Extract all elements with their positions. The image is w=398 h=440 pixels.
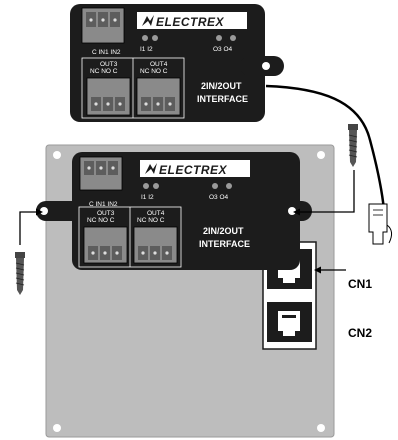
bottom-led-i2	[153, 183, 159, 189]
top-led-i1	[142, 35, 148, 41]
bottom-led-o4	[226, 183, 232, 189]
top-led-o4	[230, 35, 236, 41]
bottom-caption-line2: INTERFACE	[199, 239, 250, 249]
rj-plug[interactable]	[368, 203, 393, 245]
cn1-arrowhead	[314, 266, 321, 274]
bottom-out3-terminal[interactable]	[83, 226, 128, 264]
bottom-out3-pins: NC NO C	[87, 217, 115, 224]
top-brand-name: ELECTREX	[156, 15, 225, 29]
top-brand-logo-icon	[142, 15, 154, 26]
top-input-terminal[interactable]	[81, 7, 125, 44]
plate-hole-top-right	[317, 151, 325, 159]
bottom-input-labels: C IN1 IN2	[89, 201, 118, 208]
bottom-led-i1	[143, 183, 149, 189]
bottom-out4-terminal[interactable]	[133, 226, 178, 264]
top-out3-terminal[interactable]	[86, 77, 131, 116]
screw-top-right-icon	[348, 124, 358, 167]
mount-arrow-right	[296, 170, 355, 213]
top-caption-line2: INTERFACE	[197, 94, 248, 104]
top-led-i2	[152, 35, 158, 41]
top-led-labels-in: I1 I2	[140, 46, 153, 53]
top-out3-title: OUT3	[100, 61, 118, 68]
bottom-out4-title: OUT4	[147, 210, 165, 217]
bottom-led-labels-out: O3 O4	[209, 194, 229, 201]
bottom-led-o3	[212, 183, 218, 189]
bottom-caption-line1: 2IN/2OUT	[203, 226, 244, 236]
bottom-brand-plate	[140, 160, 250, 177]
mount-arrowhead-right	[293, 208, 300, 216]
bottom-module: C IN1 IN2 ELECTREX I1 I2 O3 O4 OUT3 NC N…	[36, 152, 312, 270]
bottom-out4-pins: NC NO C	[137, 217, 165, 224]
top-brand-plate	[137, 12, 247, 29]
bottom-input-terminal[interactable]	[79, 156, 123, 191]
bottom-brand-logo-icon	[145, 163, 157, 174]
top-input-labels: C IN1 IN2	[92, 49, 121, 56]
bottom-led-labels-in: I1 I2	[141, 194, 154, 201]
top-caption-line1: 2IN/2OUT	[201, 81, 242, 91]
top-out3-pins: NC NO C	[90, 68, 118, 75]
bottom-brand-name: ELECTREX	[159, 163, 228, 177]
screw-left-icon	[15, 252, 25, 295]
top-out4-terminal[interactable]	[136, 77, 181, 116]
top-out4-pins: NC NO C	[140, 68, 168, 75]
plate-hole-bottom-left	[53, 424, 61, 432]
plate-hole-top-left	[53, 151, 61, 159]
top-led-labels-out: O3 O4	[213, 46, 233, 53]
plate-hole-bottom-right	[317, 424, 325, 432]
cn2-label: CN2	[348, 326, 372, 340]
top-led-o3	[216, 35, 222, 41]
cn2-socket[interactable]	[267, 302, 312, 342]
mount-arrowhead-left	[36, 208, 43, 216]
bottom-out3-title: OUT3	[97, 210, 115, 217]
cn1-label: CN1	[348, 277, 372, 291]
top-out4-title: OUT4	[150, 61, 168, 68]
rj-cable	[265, 84, 386, 211]
top-module: C IN1 IN2 ELECTREX I1 I2 O3 O4 OUT3 NC N…	[70, 4, 284, 122]
mount-arrow-left	[19, 211, 40, 245]
